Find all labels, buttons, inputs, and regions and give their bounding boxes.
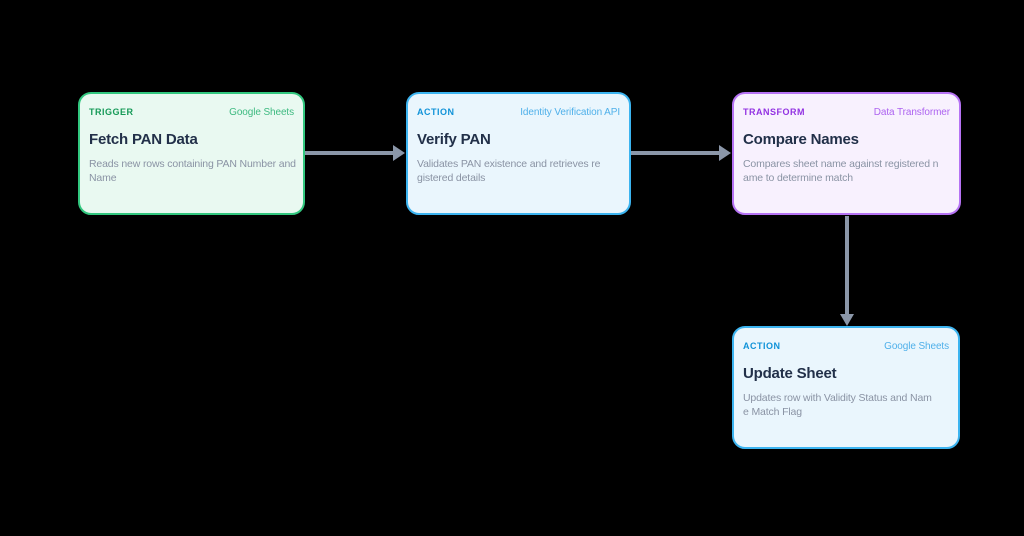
connector-line [845,216,849,315]
node-description: Compares sheet name against registered n… [743,158,939,184]
node-description: Updates row with Validity Status and Nam… [743,392,932,418]
node-header: ACTION Google Sheets [743,341,949,352]
node-service-label: Data Transformer [873,107,950,118]
arrowhead-right-icon [719,145,731,161]
connector-line [631,151,720,155]
node-type-label: TRIGGER [89,107,134,117]
node-fetch-pan-data[interactable]: TRIGGER Google Sheets Fetch PAN Data Rea… [78,92,305,215]
connector-verify-to-compare [631,145,731,161]
connector-compare-to-update [839,216,855,326]
node-update-sheet[interactable]: ACTION Google Sheets Update Sheet Update… [732,326,960,449]
node-service-label: Google Sheets [884,341,949,352]
node-title: Fetch PAN Data [89,131,198,148]
node-type-label: ACTION [743,341,781,351]
node-header: TRANSFORM Data Transformer [743,107,950,118]
node-header: ACTION Identity Verification API [417,107,620,118]
node-description: Validates PAN existence and retrieves re… [417,158,601,184]
node-description: Reads new rows containing PAN Number and… [89,158,296,184]
node-header: TRIGGER Google Sheets [89,107,294,118]
connector-fetch-to-verify [305,145,405,161]
node-type-label: TRANSFORM [743,107,805,117]
arrowhead-down-icon [840,314,854,326]
node-verify-pan[interactable]: ACTION Identity Verification API Verify … [406,92,631,215]
node-compare-names[interactable]: TRANSFORM Data Transformer Compare Names… [732,92,961,215]
node-type-label: ACTION [417,107,455,117]
connector-line [305,151,394,155]
node-service-label: Identity Verification API [520,107,620,118]
arrowhead-right-icon [393,145,405,161]
node-title: Compare Names [743,131,859,148]
node-service-label: Google Sheets [229,107,294,118]
node-title: Update Sheet [743,365,837,382]
node-title: Verify PAN [417,131,491,148]
